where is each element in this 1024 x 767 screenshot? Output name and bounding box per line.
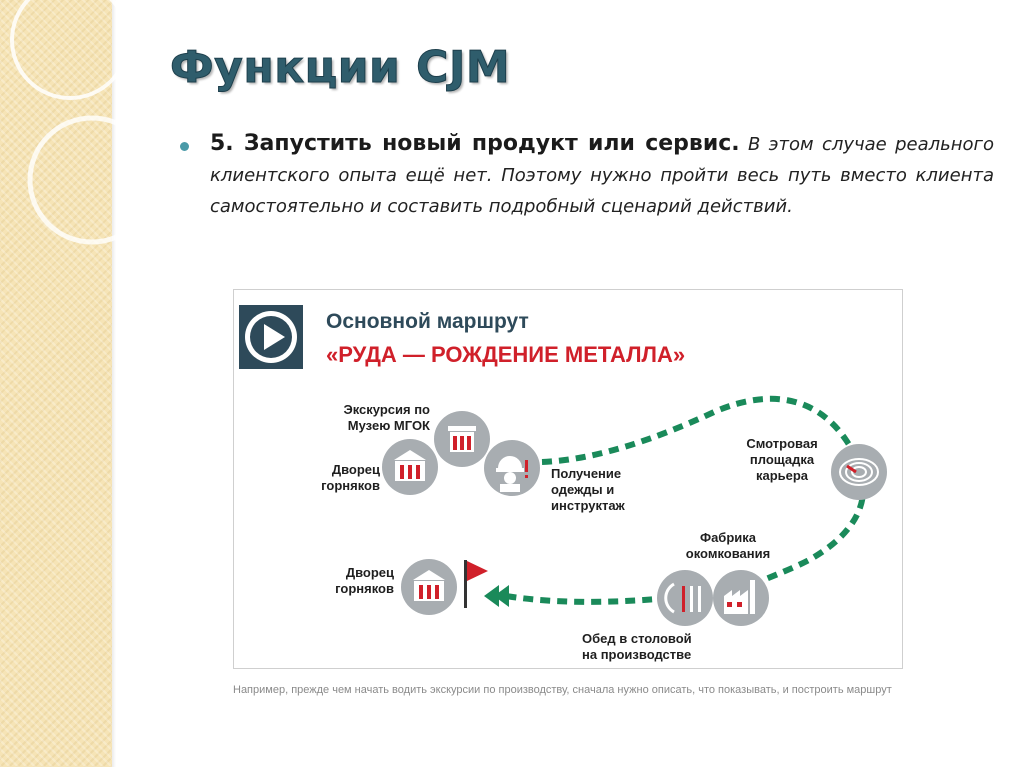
play-icon xyxy=(239,305,303,369)
flag-icon xyxy=(464,560,488,608)
worker-icon xyxy=(484,440,540,496)
stop-label-palace-start: Дворец горняков xyxy=(321,462,380,493)
bullet-body: В этом случае реального клиентского опыт… xyxy=(210,134,994,217)
stop-label-palace-end: Дворец горняков xyxy=(335,565,394,596)
bullet-heading: 5. Запустить новый продукт или сервис. xyxy=(210,131,740,156)
bullet-text: 5. Запустить новый продукт или сервис. В… xyxy=(210,128,994,222)
figure-caption: Например, прежде чем начать водить экску… xyxy=(233,684,892,696)
stop-label-factory: Фабрика окомкования xyxy=(685,530,771,561)
route-figure: Основной маршрут «РУДА — РОЖДЕНИЕ МЕТАЛЛ… xyxy=(233,289,903,669)
route-path xyxy=(505,395,867,605)
bullet-icon xyxy=(180,142,189,151)
route-title: Основной маршрут xyxy=(326,310,529,333)
palace-icon xyxy=(401,559,457,615)
factory-icon xyxy=(713,570,769,626)
stop-label-lunch: Обед в столовой на производстве xyxy=(582,631,692,662)
stop-label-quarry: Смотровая площадка карьера xyxy=(746,436,818,483)
arrow-icon xyxy=(484,585,509,607)
slide-title: Функции CJM xyxy=(169,42,511,94)
side-panel-shadow xyxy=(112,0,116,767)
decorative-circles xyxy=(10,0,130,245)
route-subtitle: «РУДА — РОЖДЕНИЕ МЕТАЛЛА» xyxy=(326,342,686,367)
palace-icon xyxy=(382,439,438,495)
stop-label-clothing: Получение одежды и инструктаж xyxy=(551,466,625,513)
route-diagram xyxy=(239,305,887,626)
museum-icon xyxy=(434,411,490,467)
dining-icon xyxy=(657,570,713,626)
quarry-icon xyxy=(831,444,887,500)
stop-label-excursion: Экскурсия по Музею МГОК xyxy=(343,402,430,433)
